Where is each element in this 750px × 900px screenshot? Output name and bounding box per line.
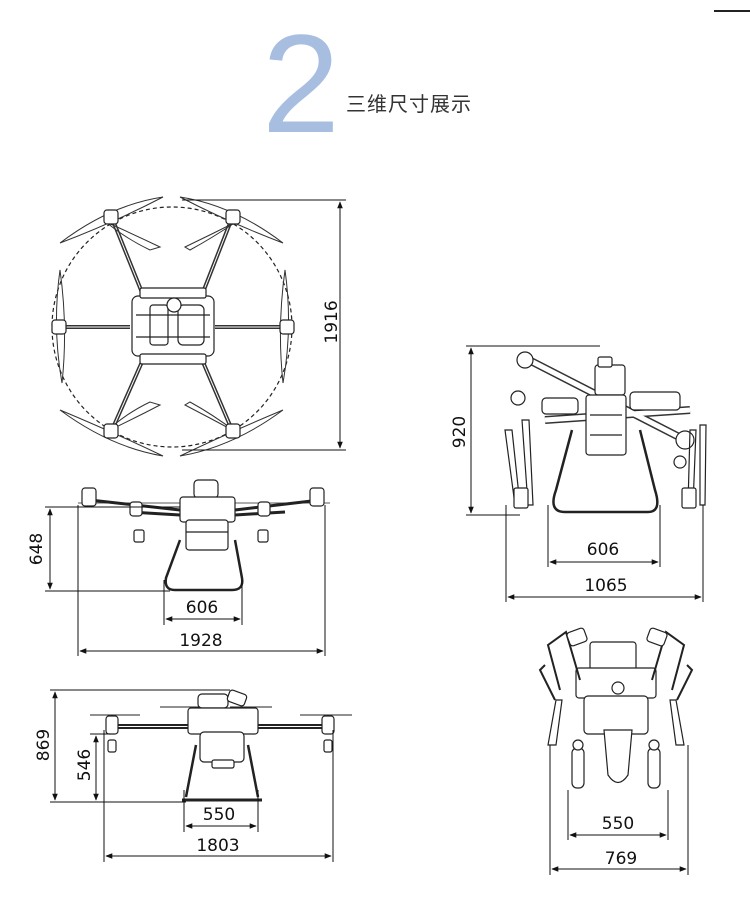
top-view-drone xyxy=(51,196,295,457)
dim-1928-label: 1928 xyxy=(179,631,222,651)
dim-648-label: 648 xyxy=(27,533,47,565)
top-view-body xyxy=(131,287,215,365)
top-view-propellers xyxy=(55,196,290,457)
step-number: 2 xyxy=(262,5,340,162)
top-view-motors xyxy=(51,209,295,439)
front-view-drone xyxy=(78,479,330,592)
dim-606-front-label: 606 xyxy=(186,598,218,618)
side-view-dims xyxy=(50,689,334,862)
front-view-motors xyxy=(81,487,325,543)
side-view-body xyxy=(187,689,259,769)
front-view-body xyxy=(179,479,236,551)
section-title: 三维尺寸展示 xyxy=(346,92,472,116)
side-view-motors xyxy=(105,715,335,753)
folded-side-propellers xyxy=(504,419,707,509)
dim-606-folded-label: 606 xyxy=(587,540,619,560)
dim-1065-label: 1065 xyxy=(584,576,627,596)
top-view-dim-1916 xyxy=(182,199,346,451)
folded-front-body xyxy=(575,641,657,784)
side-view-propellers xyxy=(90,706,352,716)
dim-920-label: 920 xyxy=(450,416,470,448)
dim-550-folded-label: 550 xyxy=(602,814,634,834)
dim-550-side-label: 550 xyxy=(203,805,235,825)
front-view-dims xyxy=(45,505,326,656)
dim-1803-label: 1803 xyxy=(196,836,239,856)
folded-side-dims xyxy=(466,345,704,602)
side-view-landing-gear xyxy=(184,744,260,798)
dim-769-label: 769 xyxy=(605,849,637,869)
folded-front-dims xyxy=(549,745,689,875)
folded-side-landing-gear xyxy=(552,429,659,514)
folded-front-arms xyxy=(538,630,694,701)
side-view-drone xyxy=(90,689,352,802)
folded-front-drone xyxy=(538,627,694,789)
dim-1916-label: 1916 xyxy=(322,300,342,343)
folded-side-body xyxy=(541,356,681,456)
folded-side-drone xyxy=(504,351,707,514)
folded-front-propellers xyxy=(547,627,685,789)
dim-546-label: 546 xyxy=(75,749,95,781)
dim-869-label: 869 xyxy=(34,729,54,761)
top-rule xyxy=(714,10,750,12)
